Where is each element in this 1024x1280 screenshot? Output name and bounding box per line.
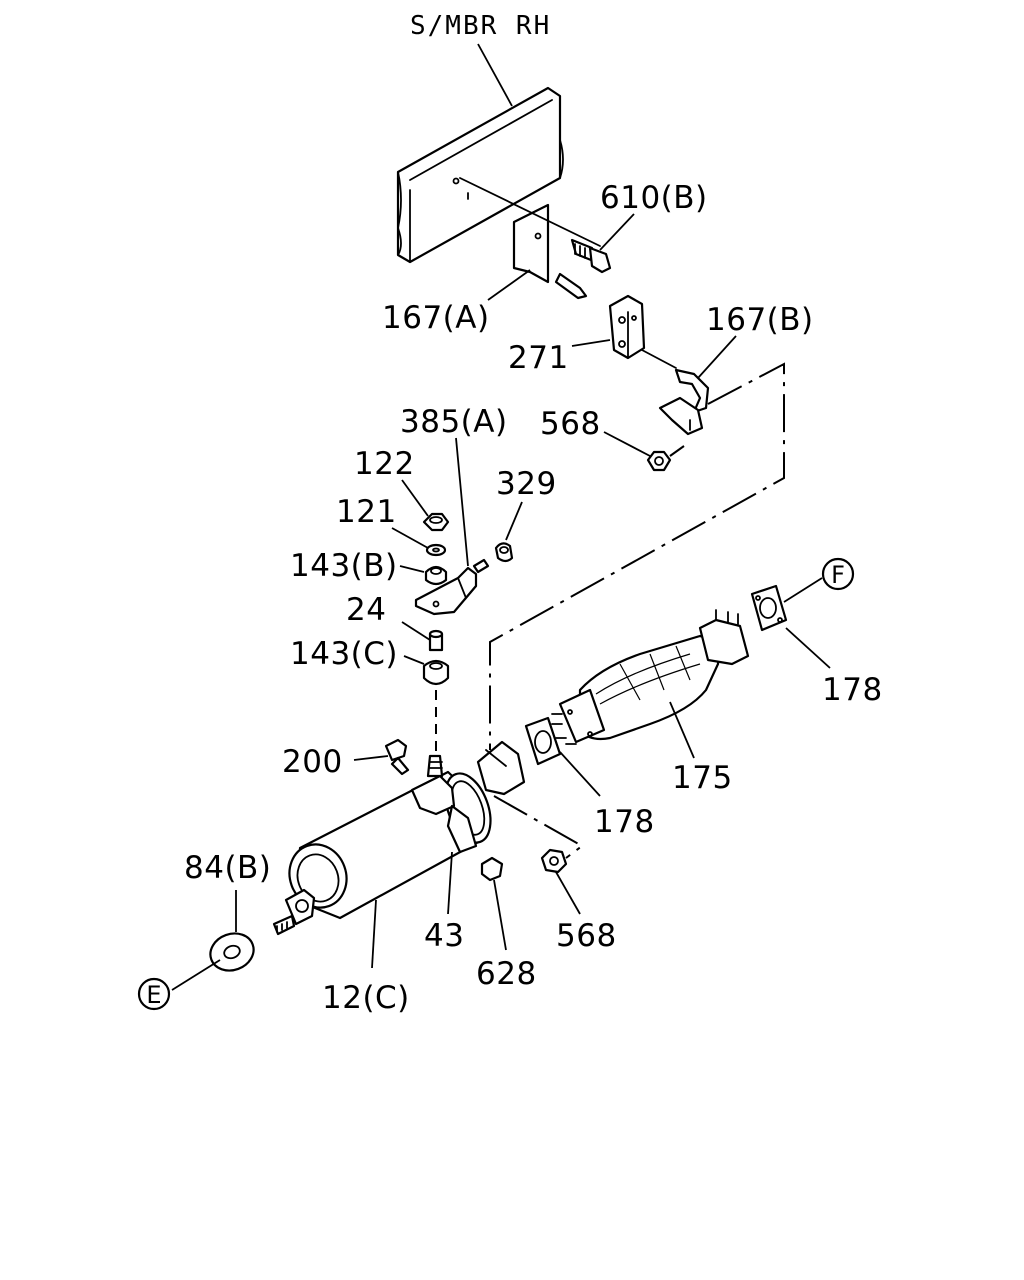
nut-568-upper-leader bbox=[603, 431, 651, 457]
hanger-167b-leader bbox=[697, 335, 737, 379]
callout-e-leader bbox=[171, 959, 221, 991]
nut-568-upper bbox=[646, 450, 672, 472]
label-568-lower: 568 bbox=[556, 918, 617, 954]
label-143c: 143(C) bbox=[290, 636, 398, 672]
label-385a: 385(A) bbox=[400, 404, 508, 440]
spacer-24 bbox=[428, 629, 444, 652]
nut-628-leader bbox=[493, 879, 507, 951]
muffler-inlet-flange bbox=[476, 740, 526, 796]
stud bbox=[554, 272, 588, 300]
bracket-385a-leader bbox=[455, 437, 469, 567]
cushion-143c-leader bbox=[403, 655, 425, 665]
label-175: 175 bbox=[672, 760, 733, 796]
cushion-143c bbox=[422, 659, 450, 686]
gasket-178-rear bbox=[524, 716, 562, 766]
spacer-24-leader bbox=[401, 621, 431, 641]
muffler-12c-leader bbox=[371, 899, 377, 969]
label-167a: 167(A) bbox=[382, 300, 490, 336]
label-178-front: 178 bbox=[822, 672, 883, 708]
svg-text:F: F bbox=[831, 561, 845, 589]
bracket-43-leader bbox=[447, 851, 453, 915]
label-84b: 84(B) bbox=[184, 850, 271, 886]
label-43: 43 bbox=[424, 918, 464, 954]
bracket-271-leader bbox=[571, 339, 611, 347]
callout-f: F bbox=[821, 557, 855, 591]
nut-122-leader bbox=[401, 479, 429, 517]
bolt-200-leader bbox=[353, 755, 389, 761]
label-121: 121 bbox=[336, 494, 397, 530]
side-member-label: S/MBR RH bbox=[410, 11, 551, 41]
label-122: 122 bbox=[354, 446, 415, 482]
bracket-167a bbox=[459, 177, 601, 284]
gasket-84b bbox=[209, 932, 255, 972]
callout-e: E bbox=[137, 977, 171, 1011]
hanger-167b bbox=[658, 368, 710, 436]
bolt-610b bbox=[570, 238, 612, 274]
washer-121-leader bbox=[391, 527, 429, 549]
bracket-167a-leader bbox=[487, 269, 531, 301]
gasket-178-front bbox=[750, 584, 788, 632]
bracket-271-link bbox=[641, 349, 677, 369]
label-143b: 143(B) bbox=[290, 548, 398, 584]
bolt-200 bbox=[384, 738, 410, 776]
gasket-178-rear-leader bbox=[559, 751, 601, 797]
nut-568-upper-path bbox=[669, 445, 685, 457]
bolt-610b-leader bbox=[599, 213, 635, 251]
collar-329-leader bbox=[505, 501, 523, 541]
nut-568-lower-path bbox=[493, 795, 584, 859]
collar-329 bbox=[494, 542, 514, 563]
cushion-143b bbox=[424, 565, 448, 586]
catalytic-converter-175-leader bbox=[669, 701, 695, 759]
label-628: 628 bbox=[476, 956, 537, 992]
stud-bracket bbox=[426, 754, 444, 778]
nut-628 bbox=[480, 856, 504, 882]
nut-568-lower bbox=[540, 848, 568, 874]
catalytic-converter-175 bbox=[551, 609, 750, 745]
svg-text:E: E bbox=[146, 981, 161, 1009]
cushion-143b-leader bbox=[399, 565, 425, 573]
label-24: 24 bbox=[346, 592, 386, 628]
label-200: 200 bbox=[282, 744, 343, 780]
washer-121 bbox=[425, 543, 447, 557]
side-member-leader bbox=[477, 43, 513, 107]
label-167b: 167(B) bbox=[706, 302, 814, 338]
label-271: 271 bbox=[508, 340, 569, 376]
bracket-271 bbox=[608, 294, 646, 360]
callout-f-leader bbox=[783, 577, 823, 603]
label-178-rear: 178 bbox=[594, 804, 655, 840]
label-329: 329 bbox=[496, 466, 557, 502]
side-member-rh bbox=[396, 86, 564, 264]
label-568-upper: 568 bbox=[540, 406, 601, 442]
bracket-385a bbox=[414, 558, 490, 616]
label-12c: 12(C) bbox=[322, 980, 410, 1016]
nut-122 bbox=[422, 512, 450, 532]
gasket-178-front-leader bbox=[785, 627, 831, 669]
nut-568-lower-leader bbox=[555, 871, 581, 915]
centerline-hanger bbox=[489, 362, 785, 750]
label-610b: 610(B) bbox=[600, 180, 708, 216]
